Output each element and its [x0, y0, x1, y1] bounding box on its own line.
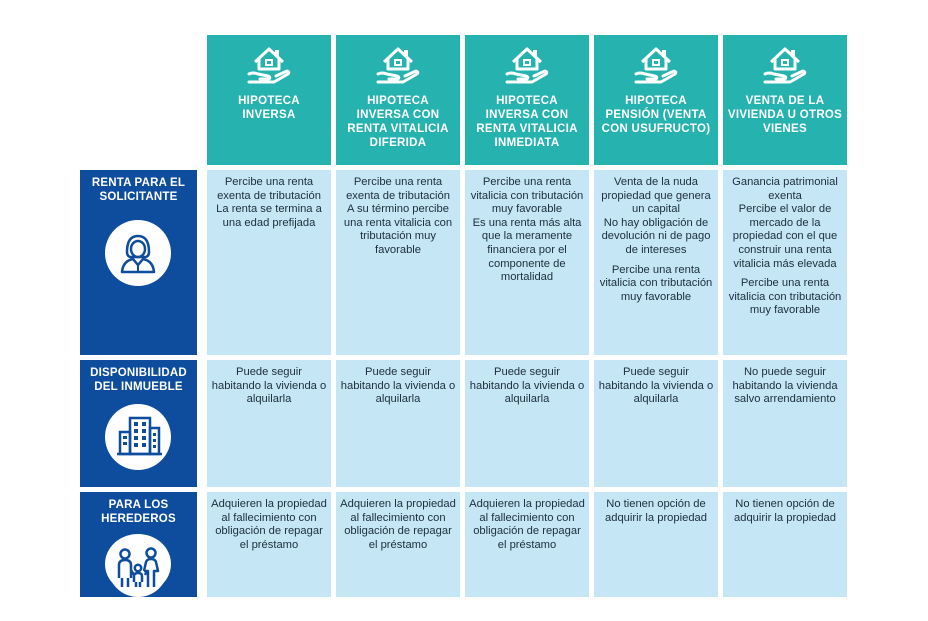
column-header: HIPOTECA PENSIÓN (VENTA CON USUFRUCTO)	[594, 35, 718, 165]
column-title: HIPOTECA INVERSA	[238, 95, 300, 121]
column-title: HIPOTECA INVERSA CON RENTA VITALICIA DIF…	[347, 95, 449, 149]
building-icon	[105, 404, 171, 470]
table-cell: Puede seguir habitando la vivienda o alq…	[336, 360, 460, 487]
house-in-hand-icon	[376, 47, 420, 84]
row-title: DISPONIBILIDAD DEL INMUEBLE	[90, 367, 187, 393]
column-title: HIPOTECA PENSIÓN (VENTA CON USUFRUCTO)	[601, 95, 711, 135]
table-cell: Adquieren la propiedad al fallecimiento …	[465, 492, 589, 597]
column-header: VENTA DE LA VIVIENDA U OTROS VIENES	[723, 35, 847, 165]
column-title: HIPOTECA INVERSA CON RENTA VITALICIA INM…	[476, 95, 578, 149]
table-cell: Venta de la nuda propiedad que genera un…	[594, 170, 718, 355]
table-cell: No tienen opción de adquirir la propieda…	[594, 492, 718, 597]
column-header: HIPOTECA INVERSA CON RENTA VITALICIA DIF…	[336, 35, 460, 165]
table-cell: Puede seguir habitando la vivienda o alq…	[207, 360, 331, 487]
table-cell: Adquieren la propiedad al fallecimiento …	[336, 492, 460, 597]
row-title: PARA LOS HEREDEROS	[101, 499, 176, 525]
house-in-hand-icon	[247, 47, 291, 84]
row-title: RENTA PARA EL SOLICITANTE	[91, 177, 186, 203]
table-cell: Puede seguir habitando la vivienda o alq…	[594, 360, 718, 487]
person-avatar-icon	[105, 220, 171, 286]
table-cell: Adquieren la propiedad al fallecimiento …	[207, 492, 331, 597]
row-header-herederos: PARA LOS HEREDEROS	[80, 492, 197, 597]
column-title: VENTA DE LA VIVIENDA U OTROS VIENES	[727, 95, 843, 135]
house-in-hand-icon	[505, 47, 549, 84]
column-header: HIPOTECA INVERSA CON RENTA VITALICIA INM…	[465, 35, 589, 165]
table-cell: No puede seguir habitando la vivienda sa…	[723, 360, 847, 487]
table-cell: Puede seguir habitando la vivienda o alq…	[465, 360, 589, 487]
house-in-hand-icon	[763, 47, 807, 84]
family-icon	[105, 534, 171, 597]
row-header-disponibilidad: DISPONIBILIDAD DEL INMUEBLE	[80, 360, 197, 487]
row-header-renta: RENTA PARA EL SOLICITANTE	[80, 170, 197, 355]
table-cell: No tienen opción de adquirir la propieda…	[723, 492, 847, 597]
column-header: HIPOTECA INVERSA	[207, 35, 331, 165]
house-in-hand-icon	[634, 47, 678, 84]
table-cell: Percibe una renta vitalicia con tributac…	[465, 170, 589, 355]
